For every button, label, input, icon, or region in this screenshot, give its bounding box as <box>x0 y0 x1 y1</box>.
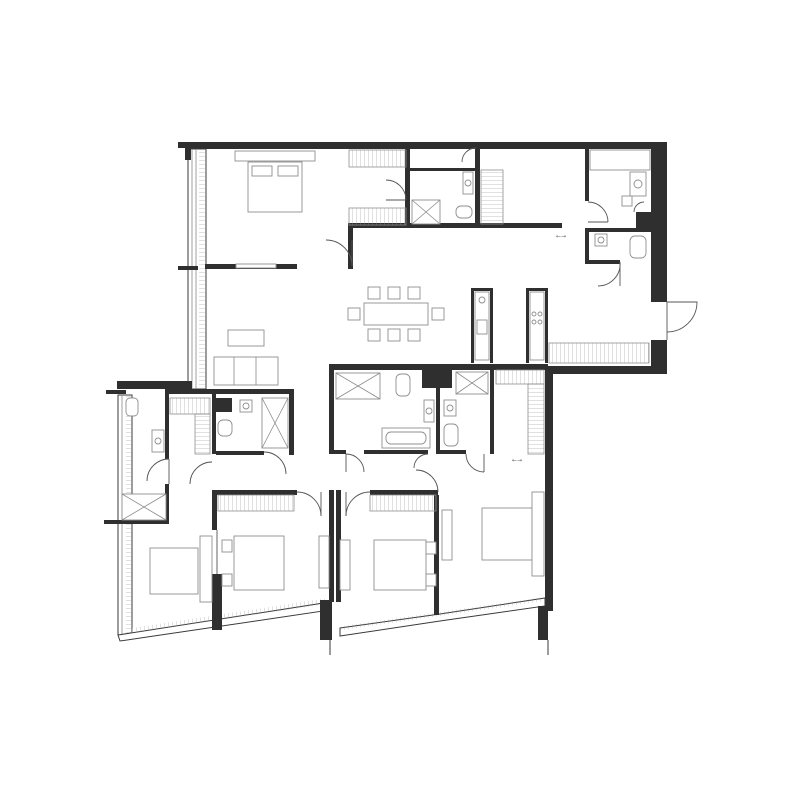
lower-left-bath-fixtures <box>121 397 289 521</box>
living-dining-furniture <box>213 263 445 386</box>
bathroom-1-fixtures <box>411 169 504 225</box>
arrow-marker-2: ←→ <box>512 457 522 464</box>
closet-and-wc <box>589 149 651 259</box>
kitchen-fixtures <box>474 291 650 364</box>
bedroom-5-furniture <box>441 491 545 577</box>
master-bedroom-furniture <box>234 149 407 226</box>
bedroom-2-furniture <box>149 535 213 603</box>
exterior-walls <box>104 142 667 655</box>
bedroom-3-furniture <box>217 494 330 591</box>
bedroom-4-furniture <box>339 494 437 591</box>
middle-bathrooms-fixtures <box>335 369 545 455</box>
arrow-marker-1: ←→ <box>556 233 566 240</box>
doors <box>146 147 698 574</box>
arrow-markers: ←→ ←→ <box>512 233 566 464</box>
